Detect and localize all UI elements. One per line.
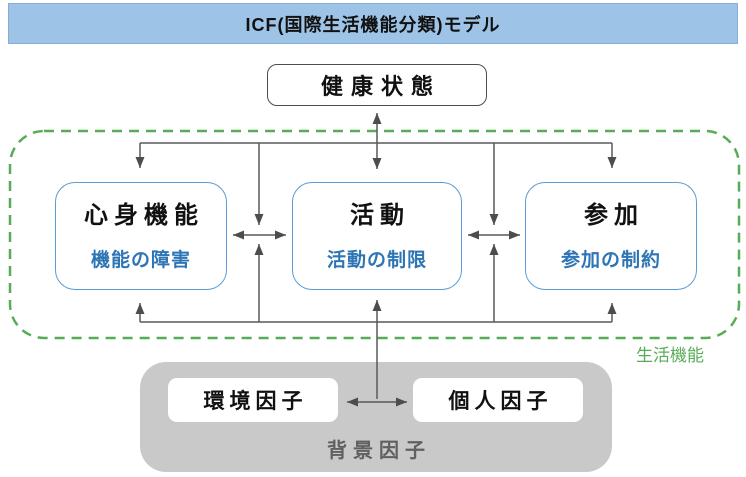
body-functions-title: 心身機能 — [84, 201, 204, 229]
participation-title: 参加 — [584, 201, 644, 229]
body-functions-node: 心身機能 機能の障害 — [55, 182, 227, 290]
participation-node: 参加 参加の制約 — [525, 182, 697, 290]
participation-subtitle: 参加の制約 — [560, 249, 661, 271]
diagram-title: ICF(国際生活機能分類)モデル — [245, 14, 501, 35]
life-function-label: 生活機能 — [636, 346, 704, 365]
health-status-label: 健康状態 — [320, 74, 441, 99]
activity-node: 活動 活動の制限 — [292, 182, 462, 290]
personal-factor-node: 個人因子 — [413, 378, 583, 422]
diagram-title-bar: ICF(国際生活機能分類)モデル — [8, 3, 738, 44]
health-status-node: 健康状態 — [267, 64, 487, 106]
environment-factor-label: 環境因子 — [203, 390, 308, 413]
activity-subtitle: 活動の制限 — [326, 249, 427, 271]
personal-factor-label: 個人因子 — [448, 390, 553, 413]
arrow-lines — [135, 113, 617, 407]
activity-title: 活動 — [350, 201, 410, 229]
environment-factor-node: 環境因子 — [168, 378, 338, 422]
body-functions-subtitle: 機能の障害 — [90, 249, 191, 271]
background-factors-label: 背景因子 — [327, 440, 431, 462]
